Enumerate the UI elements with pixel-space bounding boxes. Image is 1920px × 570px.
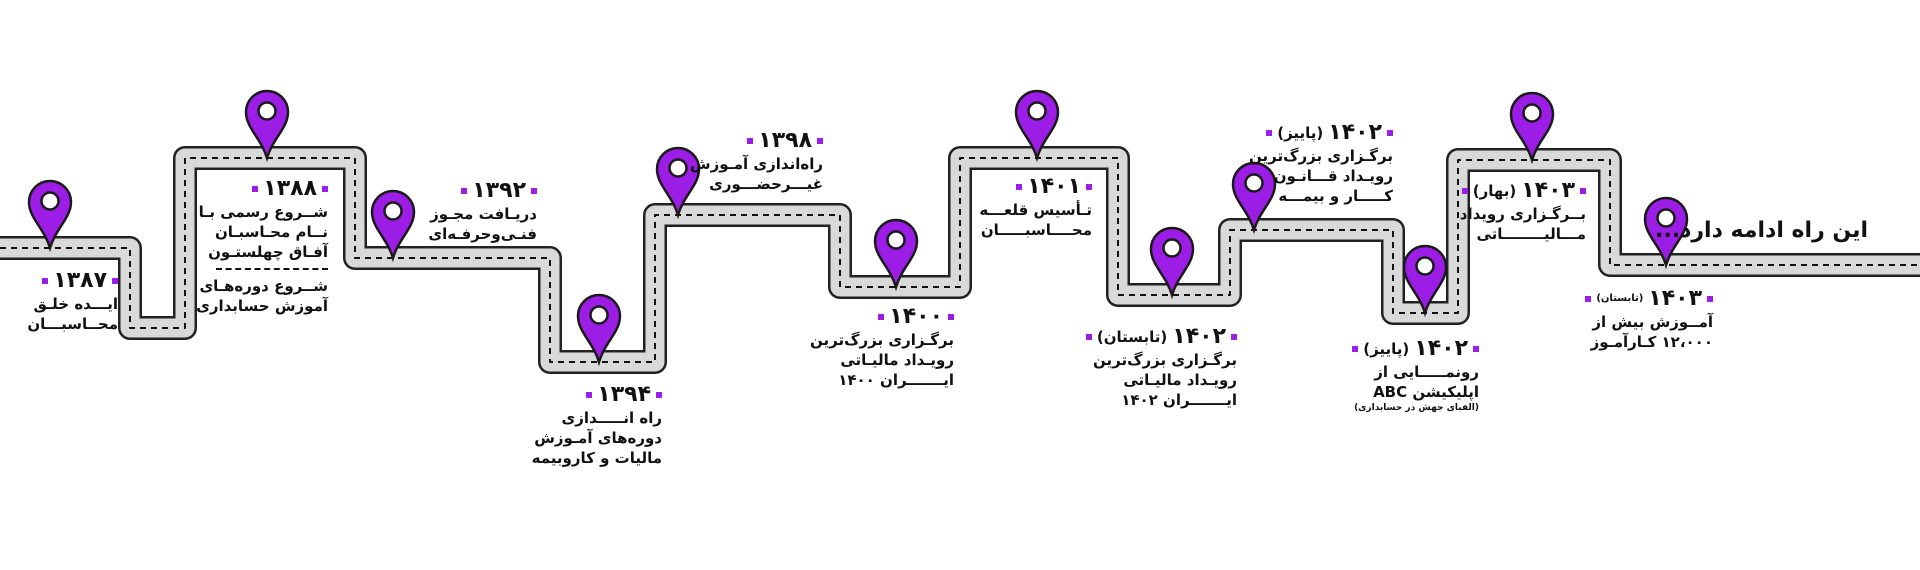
location-pin-icon xyxy=(655,146,701,220)
milestone-1388: ۱۳۸۸ شــروع رسمی بـا نــام محـاسبـان آفـ… xyxy=(196,176,328,316)
location-pin-icon xyxy=(873,218,919,292)
milestone-season: (تابستان) xyxy=(1596,293,1644,304)
milestone-year: ۱۳۹۴ xyxy=(597,382,651,407)
milestone-text: مالیات و کاروبیمه xyxy=(531,449,662,467)
milestone-text: بــرگـزاری رویداد xyxy=(1459,205,1586,223)
milestone-1402-summer: ۱۴۰۲(تابستان) برگـزاری بزرگ‌ترین رویـداد… xyxy=(1085,324,1237,410)
location-pin-icon xyxy=(1402,244,1448,318)
milestone-1398: ۱۳۹۸ راه‌اندازی آمـوزش غیـــرحضـــوری xyxy=(690,128,823,194)
milestone-1387: ۱۳۸۷ ایـــده خلـق محــاسبـــان xyxy=(27,268,118,334)
milestone-1392: ۱۳۹۲ دریـافت مجـوز فنـی‌وحرفـه‌ای xyxy=(428,178,537,244)
milestone-year: ۱۳۸۸ xyxy=(263,176,317,201)
milestone-1394: ۱۳۹۴ راه انـــــدازی دوره‌های آمـوزش مال… xyxy=(532,382,662,468)
milestone-text: اپلیکیشن ABC xyxy=(1373,383,1479,401)
milestone-text: آمــوزش بیش از xyxy=(1592,313,1713,331)
milestone-text: محــــاسبـــــان xyxy=(980,221,1092,239)
milestone-text: رویـداد قـــانـون xyxy=(1273,167,1393,185)
milestone-year: ۱۴۰۱ xyxy=(1027,174,1081,199)
milestone-1403-spring: ۱۴۰۳(بهار) بــرگـزاری رویداد مـــالیــــ… xyxy=(1460,178,1586,244)
milestone-note: (الفبای جهش در حسابداری) xyxy=(1354,403,1479,413)
milestone-season: (تابستان) xyxy=(1096,328,1168,346)
road-center-line xyxy=(0,157,1920,363)
milestone-text: شــروع دوره‌هـای xyxy=(199,277,328,295)
milestone-year: ۱۳۹۸ xyxy=(758,128,812,153)
milestone-year: ۱۴۰۲ xyxy=(1172,324,1226,349)
milestone-text: رویـداد مالیـاتی xyxy=(1123,371,1237,389)
milestone-season: (پاییز) xyxy=(1363,340,1410,358)
milestone-text: ایـــــــران ۱۴۰۰ xyxy=(838,371,954,389)
milestone-season: (بهار) xyxy=(1472,182,1517,200)
milestone-text: برگـزاری بزرگ‌ترین xyxy=(810,331,954,349)
milestone-text: رویـداد مالیـاتی xyxy=(840,351,954,369)
milestone-1403-summer: ۱۴۰۳ (تابستان) آمــوزش بیش از ۱۲،۰۰۰ کـار… xyxy=(1585,286,1713,352)
location-pin-icon xyxy=(1149,226,1195,300)
milestone-text: آفـاق چهلستـون xyxy=(208,243,328,261)
milestone-text: دریـافت مجـوز xyxy=(430,205,537,223)
milestone-text: رونمـــــایی از xyxy=(1374,363,1479,381)
milestone-text: فنـی‌وحرفـه‌ای xyxy=(428,225,537,243)
location-pin-icon xyxy=(1643,196,1689,270)
milestone-text: برگـزاری بزرگ‌ترین xyxy=(1249,147,1393,165)
milestone-text: کـــــار و بیمـــه xyxy=(1278,187,1393,205)
milestone-year: ۱۴۰۲ xyxy=(1328,120,1382,145)
milestone-1401: ۱۴۰۱ تـأسیس قلعـــه محــــاسبـــــان xyxy=(979,174,1092,240)
milestone-text: ۱۲،۰۰۰ کـارآمـوز xyxy=(1590,333,1713,351)
divider xyxy=(216,268,328,270)
milestone-year: ۱۴۰۰ xyxy=(889,304,943,329)
milestone-text: برگـزاری بزرگ‌ترین xyxy=(1093,351,1237,369)
location-pin-icon xyxy=(576,293,622,367)
location-pin-icon xyxy=(1509,91,1555,165)
location-pin-icon xyxy=(27,179,73,253)
milestone-text: ایـــــــران ۱۴۰۲ xyxy=(1121,391,1237,409)
location-pin-icon xyxy=(370,189,416,263)
milestone-season: (پاییز) xyxy=(1277,124,1324,142)
milestone-year: ۱۴۰۳ xyxy=(1521,178,1575,203)
milestone-text: ایـــده خلـق xyxy=(33,295,118,313)
milestone-year: ۱۳۸۷ xyxy=(53,268,107,293)
milestone-text: تـأسیس قلعـــه xyxy=(979,201,1092,219)
location-pin-icon xyxy=(244,89,290,163)
milestone-text: دوره‌های آمـوزش xyxy=(534,429,662,447)
location-pin-icon xyxy=(1231,161,1277,235)
location-pin-icon xyxy=(1014,89,1060,163)
milestone-text: آموزش حسابداری xyxy=(196,297,328,315)
closing-text: این راه ادامه دارد... xyxy=(1655,218,1868,243)
milestone-text: راه‌اندازی آمـوزش xyxy=(689,155,823,173)
milestone-1400: ۱۴۰۰ برگـزاری بزرگ‌ترین رویـداد مالیـاتی… xyxy=(810,304,954,390)
milestone-year: ۱۴۰۳ xyxy=(1648,286,1702,311)
milestone-year: ۱۳۹۲ xyxy=(472,178,526,203)
milestone-text: شــروع رسمی بـا xyxy=(198,203,328,221)
milestone-1402-autumn-1: ۱۴۰۲(پاییز) برگـزاری بزرگ‌ترین رویـداد ق… xyxy=(1249,120,1393,206)
milestone-text: راه انـــــدازی xyxy=(561,409,662,427)
milestone-year: ۱۴۰۲ xyxy=(1414,336,1468,361)
milestone-text: محــاسبـــان xyxy=(27,315,118,333)
milestone-text: غیـــرحضـــوری xyxy=(709,175,823,193)
milestone-text: مـــالیــــــــاتی xyxy=(1476,225,1586,243)
milestone-1402-autumn-2: ۱۴۰۲(پاییز) رونمـــــایی از اپلیکیشن ABC… xyxy=(1352,336,1479,414)
milestone-text: نــام محـاسبـان xyxy=(214,223,328,241)
